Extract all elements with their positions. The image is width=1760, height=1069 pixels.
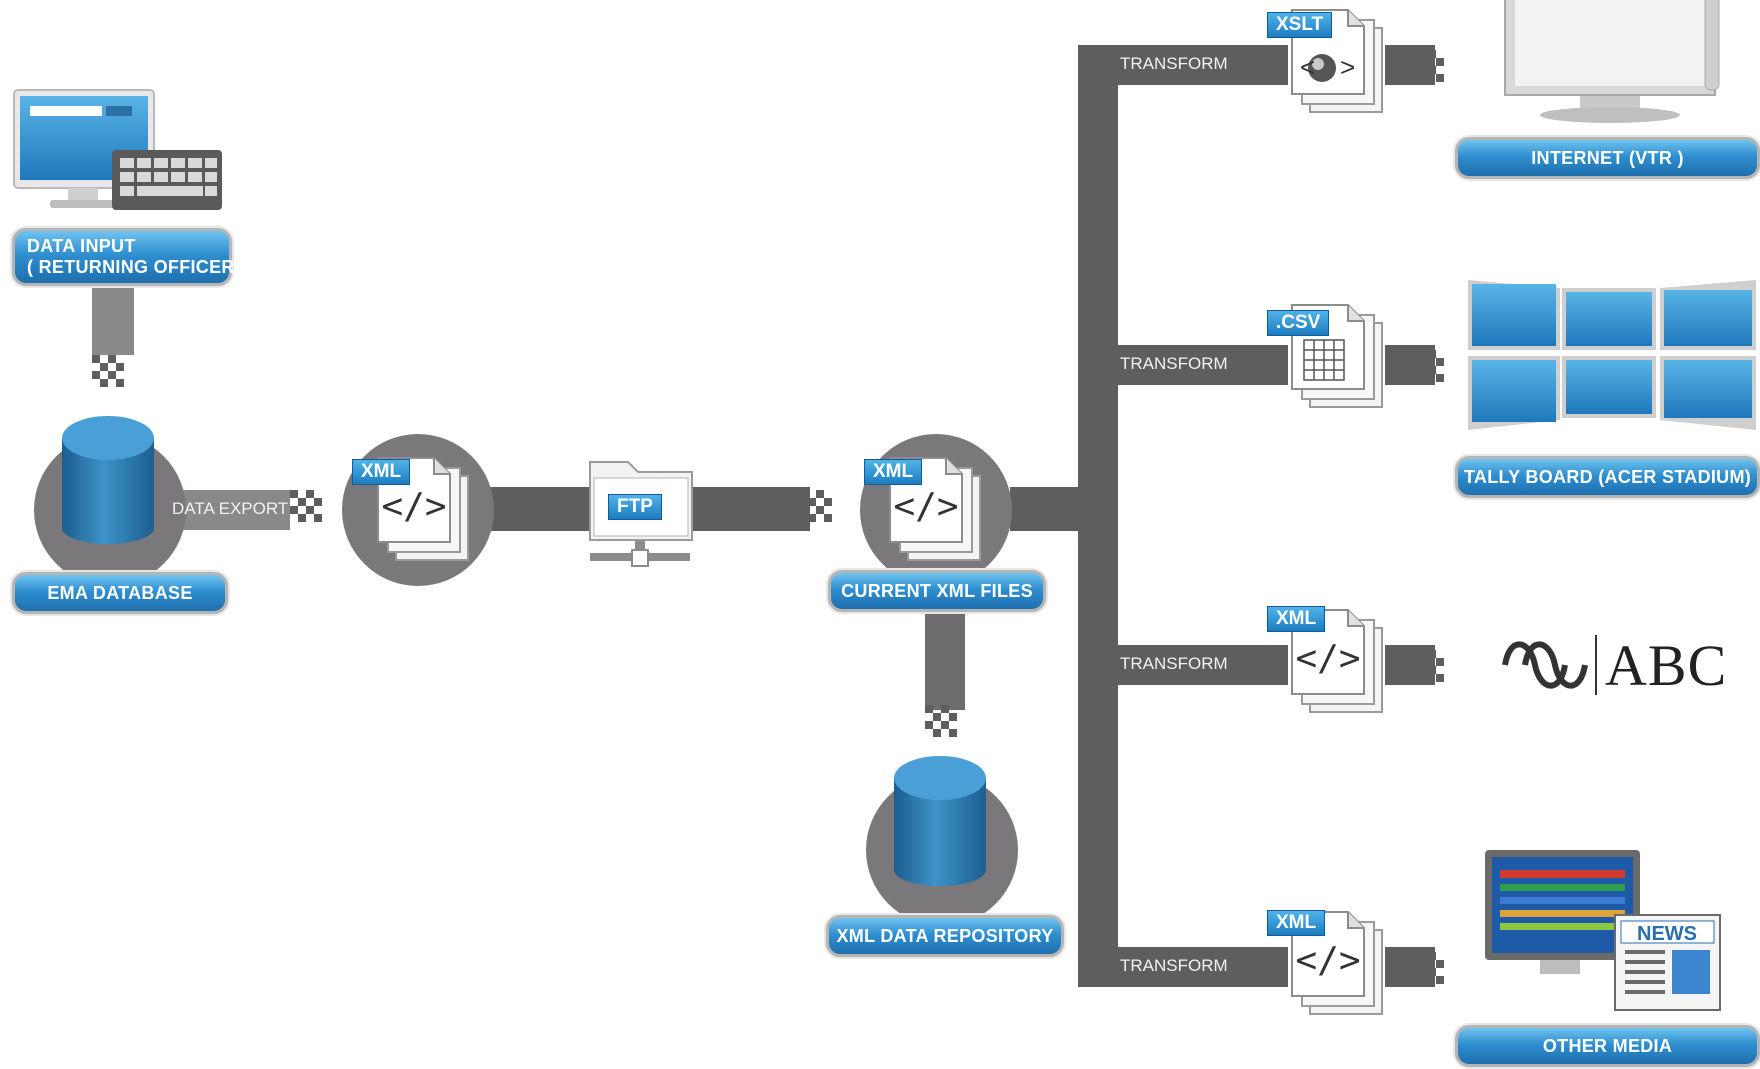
tally-board-icon: [1468, 280, 1756, 430]
current-xml-tag: XML: [864, 459, 923, 485]
current-xml-node: [860, 434, 1012, 586]
abc-xml-tag: XML: [1267, 606, 1326, 632]
data-export-label: DATA EXPORT: [172, 499, 289, 518]
desktop-computer-icon: [13, 89, 222, 210]
current-xml-files-label: CURRENT XML FILES: [828, 570, 1046, 612]
ftp-tag: FTP: [608, 494, 662, 520]
monitor-icon: [1504, 0, 1720, 123]
repository-database-icon: [866, 756, 1018, 926]
transform-label-2: TRANSFORM: [1120, 354, 1228, 373]
other-media-label: OTHER MEDIA: [1455, 1025, 1760, 1067]
database-cylinder-icon: [34, 416, 186, 586]
xml-data-repository-label: XML DATA REPOSITORY: [826, 915, 1064, 957]
television-icon: [1485, 850, 1640, 974]
xslt-tag: XSLT: [1267, 12, 1333, 38]
transform-label-3: TRANSFORM: [1120, 654, 1228, 673]
internet-label: INTERNET (VTR ): [1455, 137, 1760, 179]
connectors: [92, 45, 1444, 987]
export-xml-tag: XML: [352, 459, 411, 485]
abc-logo-mark: [1502, 635, 1597, 695]
data-input-line1: DATA INPUT: [27, 236, 136, 256]
tally-board-label: TALLY BOARD (ACER STADIUM): [1455, 456, 1760, 498]
newspaper-text: NEWS: [1637, 923, 1697, 945]
transform-label-4: TRANSFORM: [1120, 956, 1228, 975]
abc-wordmark: ABC: [1605, 633, 1728, 698]
data-input-label: DATA INPUT ( RETURNING OFFICERS ): [12, 228, 258, 286]
transform-label-1: TRANSFORM: [1120, 54, 1228, 73]
xslt-document-icon: < >: [1291, 9, 1383, 113]
ema-database-label: EMA DATABASE: [12, 572, 228, 614]
spreadsheet-chart-icon: [1291, 304, 1383, 408]
data-input-line2: ( RETURNING OFFICERS ): [27, 257, 259, 277]
xml-export-node: [342, 434, 494, 586]
newspaper-icon: NEWS: [1614, 914, 1721, 1011]
svg-text:>: >: [1340, 52, 1355, 82]
svg-text:<: <: [1300, 52, 1315, 82]
csv-tag: .CSV: [1267, 310, 1330, 336]
other-xml-tag: XML: [1267, 910, 1326, 936]
